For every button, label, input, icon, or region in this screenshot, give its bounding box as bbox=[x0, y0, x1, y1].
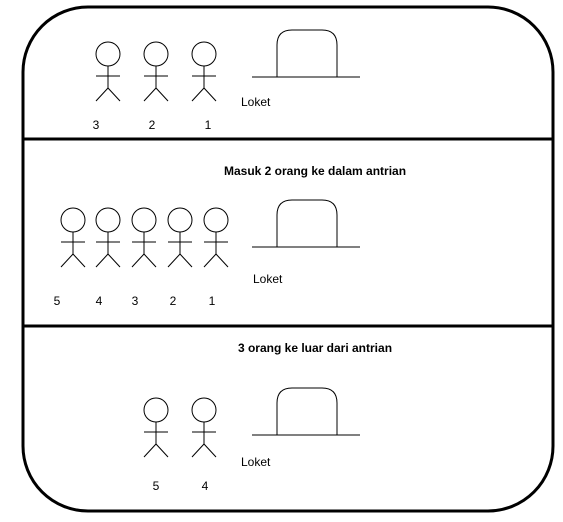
person-number: 4 bbox=[96, 294, 103, 308]
person-3 bbox=[131, 207, 157, 268]
person-number: 3 bbox=[93, 118, 100, 132]
person-5 bbox=[60, 207, 86, 268]
counter-label: Loket bbox=[241, 95, 271, 109]
counter-window bbox=[252, 29, 360, 78]
counter-window bbox=[252, 387, 360, 436]
person-4 bbox=[95, 207, 121, 268]
diagram-frame bbox=[21, 5, 555, 513]
person-number: 2 bbox=[149, 118, 156, 132]
person-number: 2 bbox=[170, 294, 177, 308]
counter-window bbox=[252, 199, 360, 248]
person-number: 5 bbox=[54, 294, 61, 308]
person-number: 4 bbox=[202, 479, 209, 493]
person-2 bbox=[143, 41, 169, 102]
person-5 bbox=[143, 397, 169, 458]
person-1 bbox=[203, 207, 229, 268]
panel-2: Masuk 2 orang ke dalam antrian bbox=[54, 164, 406, 308]
panel-caption: Masuk 2 orang ke dalam antrian bbox=[224, 164, 406, 178]
person-number: 1 bbox=[205, 118, 212, 132]
person-3 bbox=[95, 41, 121, 102]
person-number: 3 bbox=[132, 294, 139, 308]
counter-label: Loket bbox=[241, 455, 271, 469]
counter-label: Loket bbox=[253, 272, 283, 286]
panel-1: 3 2 1 Loket bbox=[93, 29, 360, 132]
person-2 bbox=[167, 207, 193, 268]
person-1 bbox=[191, 41, 217, 102]
person-number: 1 bbox=[209, 294, 216, 308]
panel-3: 3 orang ke luar dari antrian 5 4 Loket bbox=[143, 341, 392, 493]
person-number: 5 bbox=[153, 479, 160, 493]
person-4 bbox=[191, 397, 217, 458]
panel-caption: 3 orang ke luar dari antrian bbox=[238, 341, 392, 355]
